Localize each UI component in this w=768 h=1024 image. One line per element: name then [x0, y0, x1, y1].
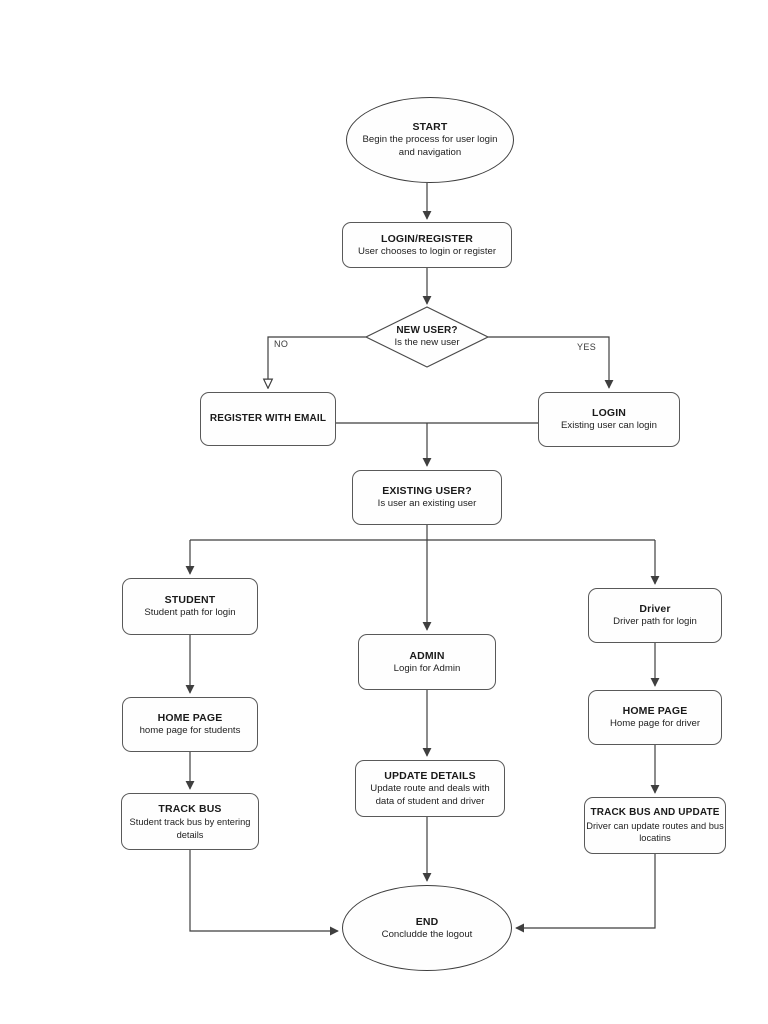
node-admin: ADMIN Login for Admin — [358, 634, 496, 690]
node-new-user-subtitle: Is the new user — [394, 337, 460, 349]
node-track-bus-and-update-subtitle: Driver can update routes and bus locatin… — [586, 820, 724, 844]
node-login-register: LOGIN/REGISTER User chooses to login or … — [342, 222, 512, 268]
node-start-title: START — [412, 121, 448, 134]
node-new-user: NEW USER? Is the new user — [367, 315, 487, 359]
node-end: END Concludde the logout — [342, 885, 512, 971]
node-track-bus-title: TRACK BUS — [158, 803, 222, 816]
node-admin-title: ADMIN — [409, 649, 445, 662]
edge-label-yes: YES — [577, 342, 597, 352]
node-start: START Begin the process for user login a… — [346, 97, 514, 183]
node-track-bus: TRACK BUS Student track bus by entering … — [121, 793, 259, 850]
decision-newuser-shape — [364, 306, 490, 368]
node-student: STUDENT Student path for login — [122, 578, 258, 635]
node-update-details-title: UPDATE DETAILS — [384, 769, 476, 782]
node-home-page-student-subtitle: home page for students — [139, 725, 241, 737]
node-update-details: UPDATE DETAILS Update route and deals wi… — [355, 760, 505, 817]
node-home-page-student-title: HOME PAGE — [157, 712, 223, 725]
node-new-user-title: NEW USER? — [396, 324, 458, 336]
node-existing-user-subtitle: Is user an existing user — [377, 498, 477, 510]
node-admin-subtitle: Login for Admin — [393, 662, 461, 674]
node-login-register-title: LOGIN/REGISTER — [381, 232, 473, 245]
node-start-subtitle: Begin the process for user login and nav… — [362, 134, 498, 159]
connector-trackbusupdate-to-end — [515, 854, 656, 933]
node-login-register-subtitle: User chooses to login or register — [357, 245, 497, 257]
node-home-page-driver-subtitle: Home page for driver — [609, 718, 701, 730]
connector-trackbus-to-end — [189, 850, 339, 936]
node-track-bus-and-update: TRACK BUS AND UPDATE Driver can update r… — [584, 797, 726, 854]
node-home-page-student: HOME PAGE home page for students — [122, 697, 258, 752]
edge-label-no: NO — [274, 339, 289, 349]
connector-newuser-yes-to-login — [488, 336, 614, 389]
node-register-with-email: REGISTER WITH EMAIL — [200, 392, 336, 446]
node-update-details-subtitle: Update route and deals with data of stud… — [370, 782, 490, 807]
node-home-page-driver-title: HOME PAGE — [622, 705, 688, 718]
connector-newuser-no-to-register — [268, 336, 366, 388]
node-existing-user: EXISTING USER? Is user an existing user — [352, 470, 502, 525]
node-end-title: END — [415, 915, 439, 928]
node-driver: Driver Driver path for login — [588, 588, 722, 643]
node-student-subtitle: Student path for login — [144, 607, 236, 619]
node-register-with-email-title: REGISTER WITH EMAIL — [209, 413, 327, 425]
node-driver-title: Driver — [639, 603, 671, 616]
node-home-page-driver: HOME PAGE Home page for driver — [588, 690, 722, 745]
node-track-bus-subtitle: Student track bus by entering details — [129, 817, 251, 840]
node-login-subtitle: Existing user can login — [561, 420, 657, 432]
node-login-title: LOGIN — [592, 407, 626, 420]
node-driver-subtitle: Driver path for login — [613, 616, 697, 628]
node-track-bus-and-update-title: TRACK BUS AND UPDATE — [590, 807, 720, 819]
node-login: LOGIN Existing user can login — [538, 392, 680, 447]
node-student-title: STUDENT — [164, 594, 216, 607]
node-existing-user-title: EXISTING USER? — [382, 485, 472, 498]
node-end-subtitle: Concludde the logout — [381, 928, 473, 940]
